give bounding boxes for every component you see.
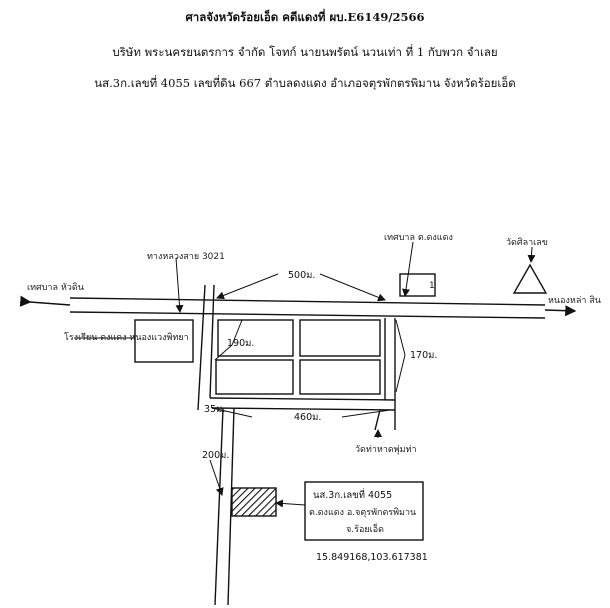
south-road-north-edge — [209, 397, 396, 401]
header-case-line: ศาลจังหวัดร้อยเอ็ด คดีแดงที่ ผบ.E6149/25… — [185, 10, 425, 24]
parcel-info-box — [304, 481, 424, 541]
label-temple-south: วัดท่าหาดพุ่มท่า — [355, 445, 417, 455]
label-west-road: เทศบาล หัวดิน — [27, 282, 84, 293]
parcel-line-2: ต.ดงแดง อ.จตุรพักตรพิมาน — [309, 507, 416, 518]
parcel-line-3: จ.ร้อยเอ็ด — [346, 522, 384, 535]
south-road-south-edge — [211, 407, 396, 411]
main-road-south-edge — [69, 311, 546, 319]
distance-460: 460ม. — [294, 412, 321, 423]
header-land-title-line: นส.3ก.เลขที่ 4055 เลขที่ดิน 667 ตำบลดงแด… — [94, 76, 516, 90]
parcel-line-1: นส.3ก.เลขที่ 4055 — [313, 488, 392, 501]
label-temple-ne: วัดศิลาเลข — [506, 237, 548, 248]
municipal-office-block — [399, 273, 436, 297]
header-parties-line: บริษัท พระนครยนตรการ จำกัด โจทก์ นายนพรั… — [112, 45, 498, 59]
roads — [19, 263, 577, 606]
highway-3021-east-edge — [209, 284, 215, 399]
distance-190: 190ม. — [227, 338, 254, 349]
leader-arrows — [75, 241, 536, 508]
distance-500: 500ม. — [288, 270, 315, 281]
parcel-access-road-west — [214, 407, 224, 606]
land-parcel — [231, 487, 277, 517]
label-highway: ทางหลวงสาย 3021 — [147, 252, 225, 262]
distance-35: 35ม. — [204, 404, 225, 415]
highway-3021-west-edge — [197, 284, 206, 411]
label-east-road: หนองหล่า สิน — [548, 295, 601, 306]
distance-170: 170ม. — [410, 350, 437, 361]
temple-triangle-icon — [512, 263, 548, 294]
main-road-north-edge — [69, 297, 546, 306]
label-municipal: เทศบาล ต.ดงแดง — [384, 233, 453, 243]
school-block — [134, 319, 194, 363]
map-labels: เทศบาล หัวดิน ทางหลวงสาย 3021 เทศบาล ต.ด… — [27, 233, 601, 563]
building-mark: 1 — [429, 281, 435, 291]
label-school: โรงเรียน ดงแดง หนองแวงพิทยา — [64, 332, 189, 343]
coordinates: 15.849168,103.617381 — [316, 552, 428, 563]
parcel-access-road-east — [227, 407, 235, 606]
distance-200: 200ม. — [202, 450, 229, 461]
